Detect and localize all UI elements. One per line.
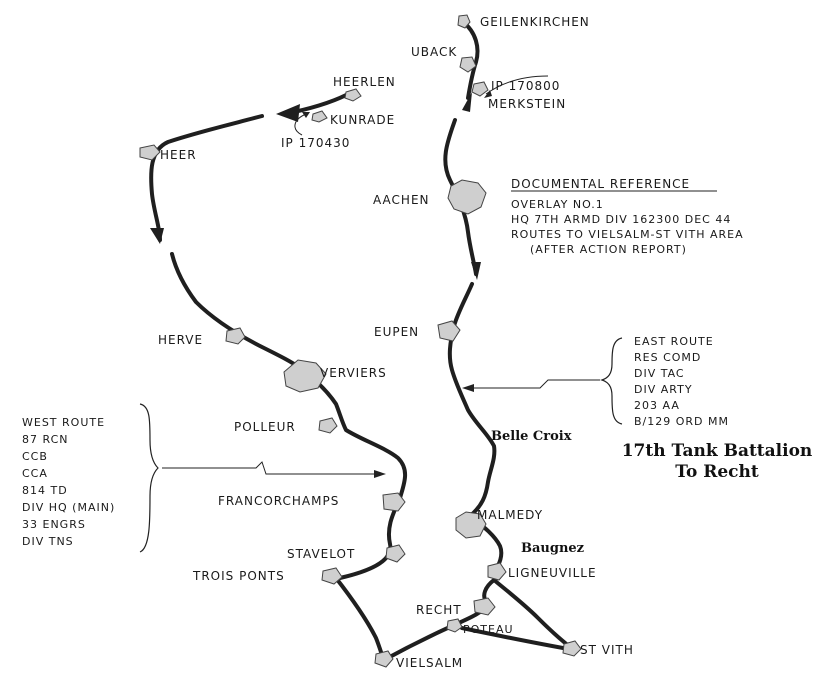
east-route-brace (600, 337, 623, 425)
poteau-marker (446, 618, 463, 633)
label-polleur: POLLEUR (234, 420, 296, 434)
ip-west-pointer-tip (302, 112, 310, 118)
reference-line-1: OVERLAY NO.1 (511, 198, 604, 211)
label-heerlen: HEERLEN (333, 75, 396, 89)
label-verviers: VERVIERS (320, 366, 387, 380)
trois-ponts-marker (321, 567, 343, 585)
initial-points: IP 170800 IP 170430 (281, 75, 560, 150)
town-markers (139, 14, 582, 668)
west-route-arrowhead-lower (150, 228, 164, 244)
label-eupen: EUPEN (374, 325, 419, 339)
label-merkstein: MERKSTEIN (488, 97, 566, 111)
label-ligneuville: LIGNEUVILLE (508, 566, 597, 580)
east-route-legend: EAST ROUTE RES COMD DIV TAC DIV ARTY 203… (462, 335, 729, 428)
polleur-marker (318, 417, 338, 434)
west-route-pointer (162, 461, 376, 475)
stavelot-marker (385, 544, 406, 563)
west-route-line-4: CCA (22, 467, 48, 480)
west-route-line-2: 87 RCN (22, 433, 69, 446)
east-route-line-4: DIV ARTY (634, 383, 693, 396)
label-francorchamps: FRANCORCHAMPS (218, 494, 339, 508)
geilenkirchen-marker (457, 14, 471, 29)
west-route-line-5: 814 TD (22, 484, 68, 497)
east-route-line-1: EAST ROUTE (634, 335, 714, 348)
label-kunrade: KUNRADE (330, 113, 395, 127)
reference-line-3: ROUTES TO VIELSALM-ST VITH AREA (511, 228, 744, 241)
label-aachen: AACHEN (373, 193, 430, 207)
annotation-line-1: 17th Tank Battalion (622, 441, 813, 461)
label-stavelot: STAVELOT (287, 547, 355, 561)
label-geilenkirchen: GEILENKIRCHEN (480, 15, 590, 29)
east-route-arrowhead-upper (462, 92, 472, 112)
malmedy-marker (455, 511, 487, 539)
east-route-pointer-tip (462, 384, 474, 392)
ip-west-label: IP 170430 (281, 136, 350, 150)
aachen-marker (447, 179, 487, 215)
west-route-legend: WEST ROUTE 87 RCN CCB CCA 814 TD DIV HQ … (22, 403, 386, 553)
label-vielsalm: VIELSALM (396, 656, 463, 670)
label-poteau: POTEAU (463, 623, 514, 636)
label-herve: HERVE (158, 333, 203, 347)
eupen-marker (437, 320, 461, 342)
east-route-arrowhead-lower (471, 262, 481, 280)
ip-east-label: IP 170800 (491, 79, 560, 93)
west-route-line-6: DIV HQ (MAIN) (22, 501, 115, 514)
francorchamps-marker (382, 492, 406, 512)
east-route-line-5: 203 AA (634, 399, 680, 412)
ligneuville-marker (487, 562, 507, 581)
reference-line-4: (AFTER ACTION REPORT) (530, 243, 687, 256)
label-heer: HEER (160, 148, 197, 162)
kunrade-marker (311, 110, 328, 123)
west-route-line-3: CCB (22, 450, 48, 463)
verviers-marker (283, 359, 327, 393)
reference-line-2: HQ 7TH ARMD DIV 162300 DEC 44 (511, 213, 731, 226)
west-route-line-8: DIV TNS (22, 535, 74, 548)
label-trois-ponts: TROIS PONTS (192, 569, 285, 583)
heer-marker (139, 144, 161, 161)
tank-battalion-annotation: 17th Tank Battalion To Recht (622, 441, 813, 482)
west-route-line-1: WEST ROUTE (22, 416, 105, 429)
heerlen-marker (344, 88, 362, 102)
west-route-brace (139, 403, 159, 553)
west-route-arrowhead-upper (276, 104, 300, 122)
town-labels: GEILENKIRCHEN UBACK MERKSTEIN HEERLEN KU… (158, 15, 634, 670)
merkstein-marker (471, 81, 489, 97)
east-route-line-6: B/129 ORD MM (634, 415, 729, 428)
annotation-line-2: To Recht (675, 462, 759, 482)
east-route-line-3: DIV TAC (634, 367, 685, 380)
east-route-pointer (470, 379, 600, 389)
label-belle-croix: Belle Croix (491, 429, 572, 444)
vielsalm-marker (374, 650, 394, 668)
reference-heading: DOCUMENTAL REFERENCE (511, 177, 690, 191)
recht-marker (473, 597, 496, 616)
ip-east-pointer-tip (484, 90, 492, 98)
label-baugnez: Baugnez (521, 541, 584, 556)
documental-reference: DOCUMENTAL REFERENCE OVERLAY NO.1 HQ 7TH… (511, 177, 744, 256)
ip-west-pointer (294, 113, 307, 136)
label-uback: UBACK (411, 45, 457, 59)
label-st-vith: ST VITH (580, 643, 634, 657)
label-malmedy: MALMEDY (477, 508, 543, 522)
herve-marker (225, 327, 246, 345)
west-route-line-7: 33 ENGRS (22, 518, 86, 531)
south-loop-line (334, 576, 576, 662)
label-recht: RECHT (416, 603, 462, 617)
uback-marker (459, 56, 477, 73)
west-route-pointer-tip (374, 470, 386, 478)
st-vith-marker (562, 640, 582, 657)
east-route-line-2: RES COMD (634, 351, 701, 364)
